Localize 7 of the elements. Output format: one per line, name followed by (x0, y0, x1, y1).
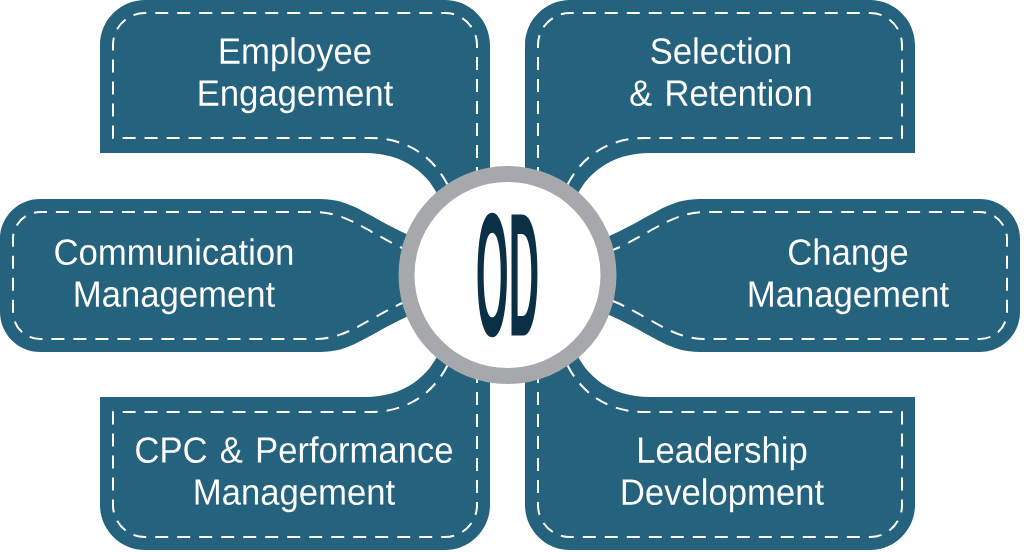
topic-box: Leadership Development (525, 350, 915, 550)
topic-box: Employee Engagement (100, 0, 490, 200)
topic-box: CPC & Performance Management (100, 350, 490, 550)
topic-box: Communication Management (0, 199, 415, 352)
node-label: OD (477, 212, 538, 338)
topic-box: Selection & Retention (525, 0, 915, 200)
topic-box: Change Management (605, 199, 1020, 352)
